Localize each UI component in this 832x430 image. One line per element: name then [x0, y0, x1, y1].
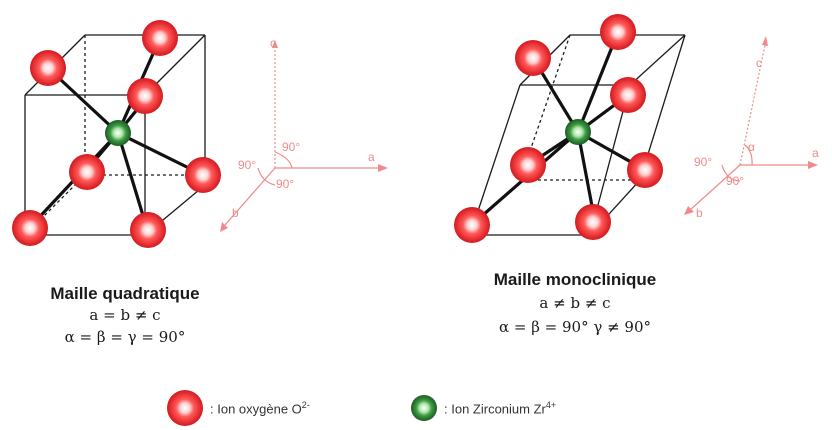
- legend-oxygen: : Ion oxygène O2-: [210, 400, 310, 416]
- oxygen-atom: [185, 157, 221, 193]
- monoclinic-cell: [454, 14, 686, 243]
- monoclinic-angle-top: α: [748, 140, 755, 154]
- monoclinic-bonds: [473, 31, 646, 224]
- monoclinic-angle-left: 90°: [694, 155, 713, 169]
- oxygen-atom: [627, 152, 663, 188]
- zirconium-atom: [105, 120, 131, 146]
- tetragonal-angle-top: 90°: [282, 140, 301, 154]
- legend-oxygen-charge: 2-: [301, 400, 310, 410]
- oxygen-atom: [69, 154, 105, 190]
- tetragonal-angle-bottom: 90°: [276, 177, 295, 191]
- monoclinic-axis-a-label: a: [812, 146, 819, 160]
- monoclinic-title: Maille monoclinique: [493, 270, 657, 289]
- oxygen-atom: [515, 40, 551, 76]
- legend-oxygen-symbol: [167, 390, 203, 426]
- monoclinic-angle-bottom: 90°: [726, 174, 745, 188]
- monoclinic-relation-2: α = β = 90° γ ≠ 90°: [498, 318, 652, 336]
- legend-zirconium-charge: 4+: [545, 400, 557, 410]
- legend-zirconium-symbol: [411, 395, 437, 421]
- monoclinic-relation-1: a ≠ b ≠ c: [539, 294, 611, 312]
- tetragonal-relation-1: a = b ≠ c: [89, 306, 161, 324]
- tetragonal-axis-c-label: c: [270, 36, 276, 50]
- tetragonal-axis-b-label: b: [232, 206, 239, 220]
- oxygen-atom: [600, 14, 636, 50]
- monoclinic-axes: [684, 36, 818, 215]
- tetragonal-axes: [220, 40, 388, 232]
- tetragonal-angle-left: 90°: [238, 158, 257, 172]
- oxygen-atom: [510, 147, 546, 183]
- oxygen-atom: [130, 212, 166, 248]
- oxygen-atom: [127, 78, 163, 114]
- zirconium-atom: [565, 119, 591, 145]
- tetragonal-title: Maille quadratique: [50, 284, 200, 303]
- monoclinic-axis-c-label: c: [756, 56, 762, 70]
- legend-zirconium-label: : Ion Zirconium Zr: [444, 401, 546, 417]
- legend-zirconium: : Ion Zirconium Zr4+: [444, 400, 556, 416]
- tetragonal-relation-2: α = β = γ = 90°: [64, 328, 186, 346]
- oxygen-atom: [142, 20, 178, 56]
- oxygen-atom: [610, 77, 646, 113]
- oxygen-atom: [454, 207, 490, 243]
- oxygen-atom: [30, 50, 66, 86]
- tetragonal-axis-a-label: a: [368, 150, 375, 164]
- legend-oxygen-label: : Ion oxygène O: [210, 401, 302, 417]
- tetragonal-cell: [12, 20, 221, 248]
- monoclinic-axis-b-label: b: [696, 206, 703, 220]
- oxygen-atom: [575, 204, 611, 240]
- oxygen-atom: [12, 210, 48, 246]
